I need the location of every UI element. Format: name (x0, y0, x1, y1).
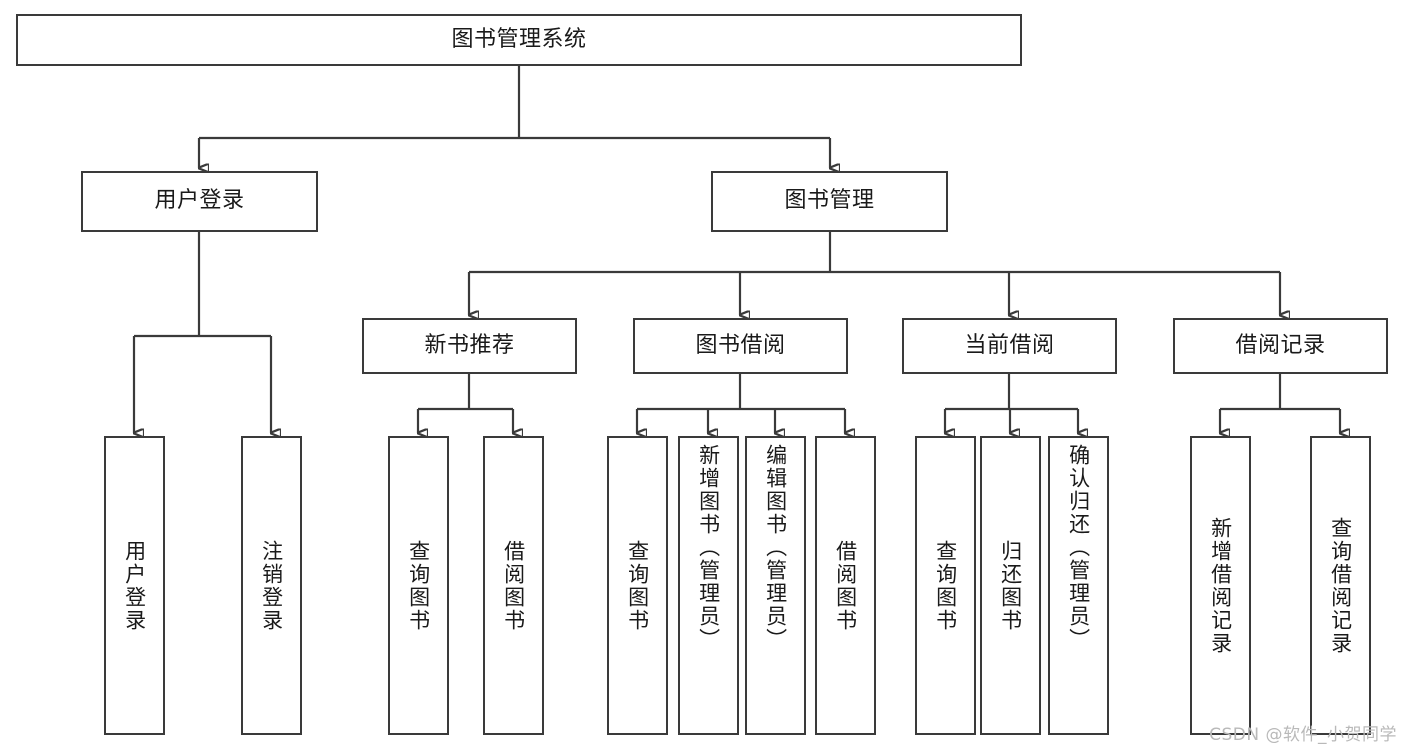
node-borrow-record[interactable]: 借阅记录 (1173, 318, 1388, 374)
node-user-login[interactable]: 用户登录 (81, 171, 318, 232)
watermark-credit: CSDN @软件_小贺同学 (1209, 725, 1397, 745)
leaf-logout[interactable]: 注销登录 (241, 436, 302, 735)
leaf-query-borrow-record[interactable]: 查询借阅记录 (1310, 436, 1371, 735)
leaf-confirm-return-admin[interactable]: 确认归还（管理员） (1048, 436, 1109, 735)
node-book-management[interactable]: 图书管理 (711, 171, 948, 232)
leaf-user-login[interactable]: 用户登录 (104, 436, 165, 735)
node-current-borrow[interactable]: 当前借阅 (902, 318, 1117, 374)
leaf-query-book-cb[interactable]: 查询图书 (915, 436, 976, 735)
node-book-borrow[interactable]: 图书借阅 (633, 318, 848, 374)
leaf-return-book[interactable]: 归还图书 (980, 436, 1041, 735)
leaf-borrow-book-bb[interactable]: 借阅图书 (815, 436, 876, 735)
leaf-query-book-nbr[interactable]: 查询图书 (388, 436, 449, 735)
leaf-add-borrow-record[interactable]: 新增借阅记录 (1190, 436, 1251, 735)
leaf-query-book-bb[interactable]: 查询图书 (607, 436, 668, 735)
leaf-borrow-book-nbr[interactable]: 借阅图书 (483, 436, 544, 735)
node-new-book-recommend[interactable]: 新书推荐 (362, 318, 577, 374)
node-root[interactable]: 图书管理系统 (16, 14, 1022, 66)
leaf-add-book-admin[interactable]: 新增图书（管理员） (678, 436, 739, 735)
leaf-edit-book-admin[interactable]: 编辑图书（管理员） (745, 436, 806, 735)
